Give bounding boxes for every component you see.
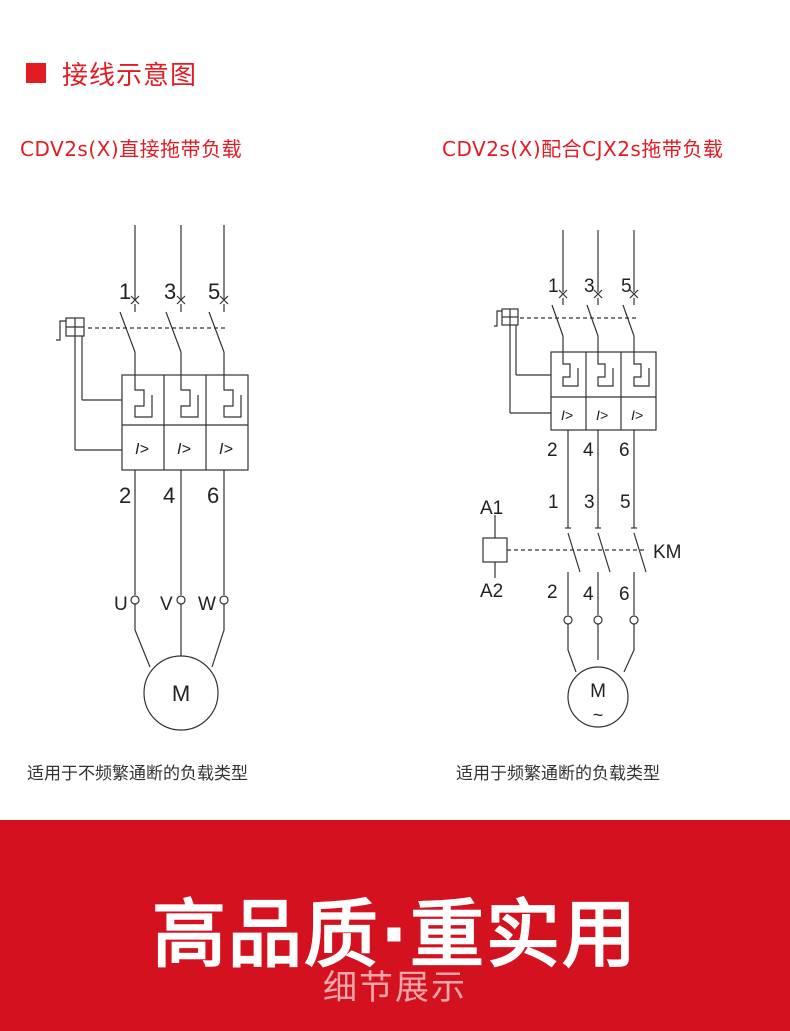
contactor-terminal-1: 1 — [548, 492, 559, 513]
right-top-terminal-3: 3 — [584, 276, 595, 297]
motor-terminal-w: W — [198, 594, 216, 615]
contactor-terminal-3: 3 — [584, 492, 595, 513]
coil-label-a2: A2 — [480, 581, 503, 602]
left-relay-symbol-3: I> — [219, 441, 233, 458]
left-bottom-terminal-6: 6 — [207, 483, 219, 508]
left-bottom-terminal-4: 4 — [163, 483, 175, 508]
right-diagram-caption: 适用于频繁通断的负载类型 — [456, 764, 660, 784]
right-relay-symbol-1: I> — [561, 407, 573, 423]
right-relay-symbol-2: I> — [596, 407, 608, 423]
right-relay-symbol-3: I> — [631, 407, 643, 423]
contactor-label-km: KM — [653, 542, 682, 563]
contactor-terminal-6: 6 — [619, 584, 630, 605]
contactor-terminal-5: 5 — [620, 492, 631, 513]
coil-label-a1: A1 — [480, 498, 503, 519]
right-motor-label: M — [590, 681, 606, 702]
right-breaker-terminal-2: 2 — [547, 440, 558, 461]
right-breaker-terminal-4: 4 — [583, 440, 594, 461]
left-diagram-title: CDV2s(X)直接拖带负载 — [20, 137, 243, 161]
left-diagram-labels: 1 3 5 I> I> I> 2 4 6 U V W M — [114, 279, 233, 706]
left-wiring-diagram — [56, 225, 249, 731]
right-breaker-terminal-6: 6 — [619, 440, 630, 461]
promo-banner: 高品质·重实用 细节展示 — [0, 820, 790, 1031]
section-title: 接线示意图 — [62, 60, 198, 91]
left-bottom-terminal-2: 2 — [119, 483, 131, 508]
wiring-diagrams: 1 3 5 I> I> I> 2 4 6 U V W M — [56, 225, 682, 731]
right-diagram-labels: 1 3 5 I> I> I> 2 4 6 1 3 5 A1 A2 KM 2 4 … — [480, 276, 682, 725]
left-top-terminal-3: 3 — [164, 279, 176, 304]
left-relay-symbol-1: I> — [135, 441, 149, 458]
contactor-terminal-2: 2 — [547, 582, 558, 603]
right-diagram-title: CDV2s(X)配合CJX2s拖带负载 — [442, 137, 724, 161]
left-relay-symbol-2: I> — [177, 441, 191, 458]
left-top-terminal-5: 5 — [208, 279, 220, 304]
banner-subheadline: 细节展示 — [323, 968, 467, 1008]
motor-ac-symbol: ~ — [593, 705, 604, 725]
right-wiring-diagram — [482, 230, 657, 728]
right-top-terminal-1: 1 — [548, 276, 559, 297]
left-top-terminal-1: 1 — [119, 279, 131, 304]
left-diagram-caption: 适用于不频繁通断的负载类型 — [27, 764, 248, 784]
left-motor-label: M — [172, 681, 190, 706]
section-header: 接线示意图 — [26, 55, 197, 91]
contactor-terminal-4: 4 — [583, 584, 594, 605]
motor-terminal-u: U — [114, 594, 128, 615]
banner-headline: 高品质·重实用 — [151, 892, 639, 978]
motor-terminal-v: V — [160, 594, 173, 615]
red-square-icon — [26, 63, 46, 83]
right-top-terminal-5: 5 — [621, 276, 632, 297]
